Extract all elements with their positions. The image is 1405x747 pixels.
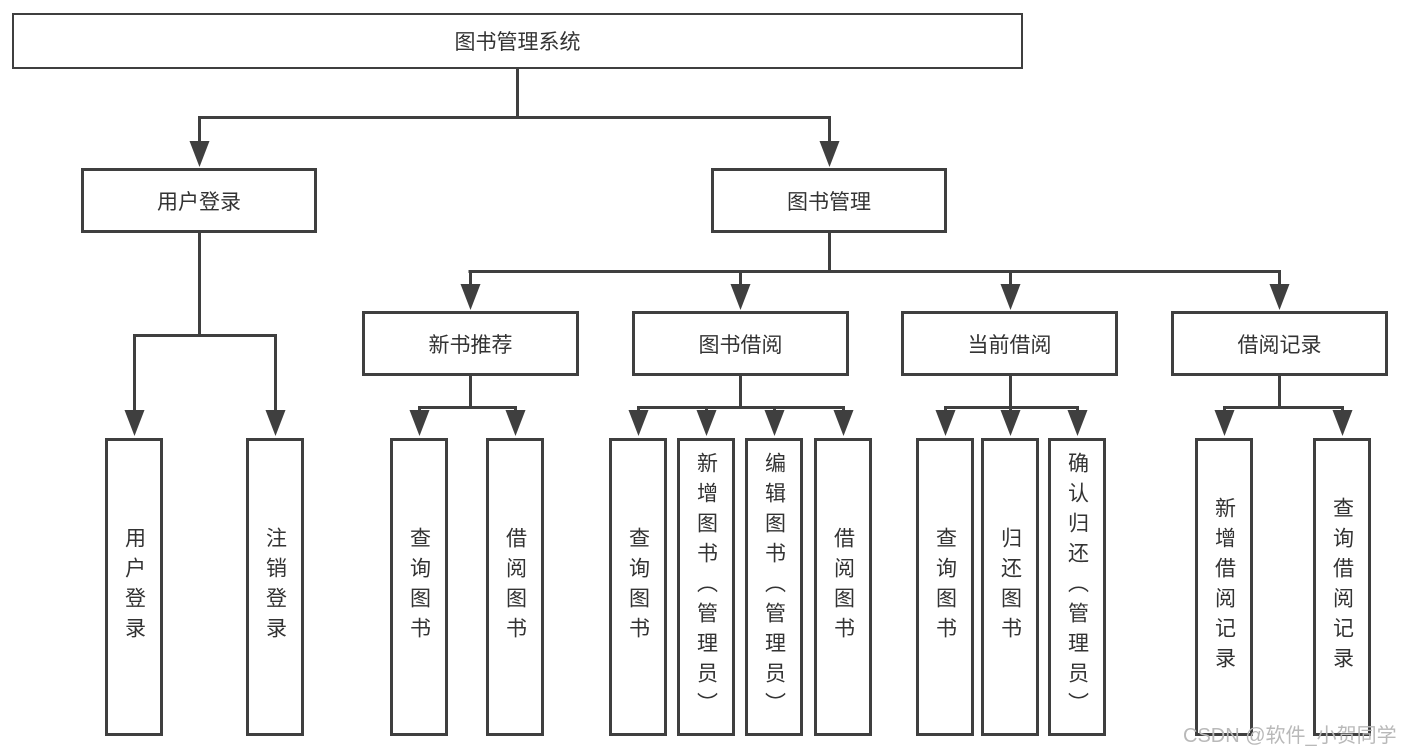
node-book-borrow: 图书借阅	[632, 311, 849, 376]
leaf-confirm-return-admin: 确认归还（管理员）	[1048, 438, 1106, 736]
node-current-borrow: 当前借阅	[901, 311, 1118, 376]
node-user-login: 用户登录	[81, 168, 317, 233]
leaf-edit-books-admin-label: 编辑图书（管理员）	[762, 452, 786, 722]
leaf-add-books-admin: 新增图书（管理员）	[677, 438, 735, 736]
leaf-query-books-borrow: 查询图书	[609, 438, 667, 736]
connector-currentborrow-to-leaves	[935, 376, 1088, 436]
leaf-add-borrow-record: 新增借阅记录	[1195, 438, 1253, 736]
leaf-borrow-books-borrow-label: 借阅图书	[831, 527, 855, 647]
leaf-query-books-current: 查询图书	[916, 438, 974, 736]
connector-userlogin-to-leaves	[124, 233, 286, 436]
connector-root-to-level2	[189, 69, 840, 167]
leaf-query-borrow-record: 查询借阅记录	[1313, 438, 1371, 736]
leaf-borrow-books-newbook-label: 借阅图书	[503, 527, 527, 647]
leaf-add-borrow-record-label: 新增借阅记录	[1212, 497, 1236, 677]
connector-bookmgmt-to-level3	[460, 233, 1290, 310]
leaf-user-login: 用户登录	[105, 438, 163, 736]
node-library-system: 图书管理系统	[12, 13, 1023, 69]
leaf-logout: 注销登录	[246, 438, 304, 736]
leaf-query-borrow-record-label: 查询借阅记录	[1330, 497, 1354, 677]
node-borrow-records: 借阅记录	[1171, 311, 1388, 376]
leaf-borrow-books-borrow: 借阅图书	[814, 438, 872, 736]
leaf-confirm-return-admin-label: 确认归还（管理员）	[1065, 452, 1089, 722]
leaf-query-books-newbook-label: 查询图书	[407, 527, 431, 647]
connector-newbook-to-leaves	[409, 376, 526, 436]
connector-records-to-leaves	[1214, 376, 1353, 436]
leaf-query-books-newbook: 查询图书	[390, 438, 448, 736]
node-book-management: 图书管理	[711, 168, 947, 233]
leaf-return-books: 归还图书	[981, 438, 1039, 736]
leaf-add-books-admin-label: 新增图书（管理员）	[694, 452, 718, 722]
leaf-query-books-current-label: 查询图书	[933, 527, 957, 647]
leaf-logout-label: 注销登录	[263, 527, 287, 647]
leaf-user-login-label: 用户登录	[122, 527, 146, 647]
csdn-watermark: CSDN @软件_小贺同学	[1183, 725, 1397, 747]
leaf-return-books-label: 归还图书	[998, 527, 1022, 647]
node-new-book-recommend: 新书推荐	[362, 311, 579, 376]
leaf-borrow-books-newbook: 借阅图书	[486, 438, 544, 736]
leaf-edit-books-admin: 编辑图书（管理员）	[745, 438, 803, 736]
leaf-query-books-borrow-label: 查询图书	[626, 527, 650, 647]
connector-bookborrow-to-leaves	[628, 376, 854, 436]
